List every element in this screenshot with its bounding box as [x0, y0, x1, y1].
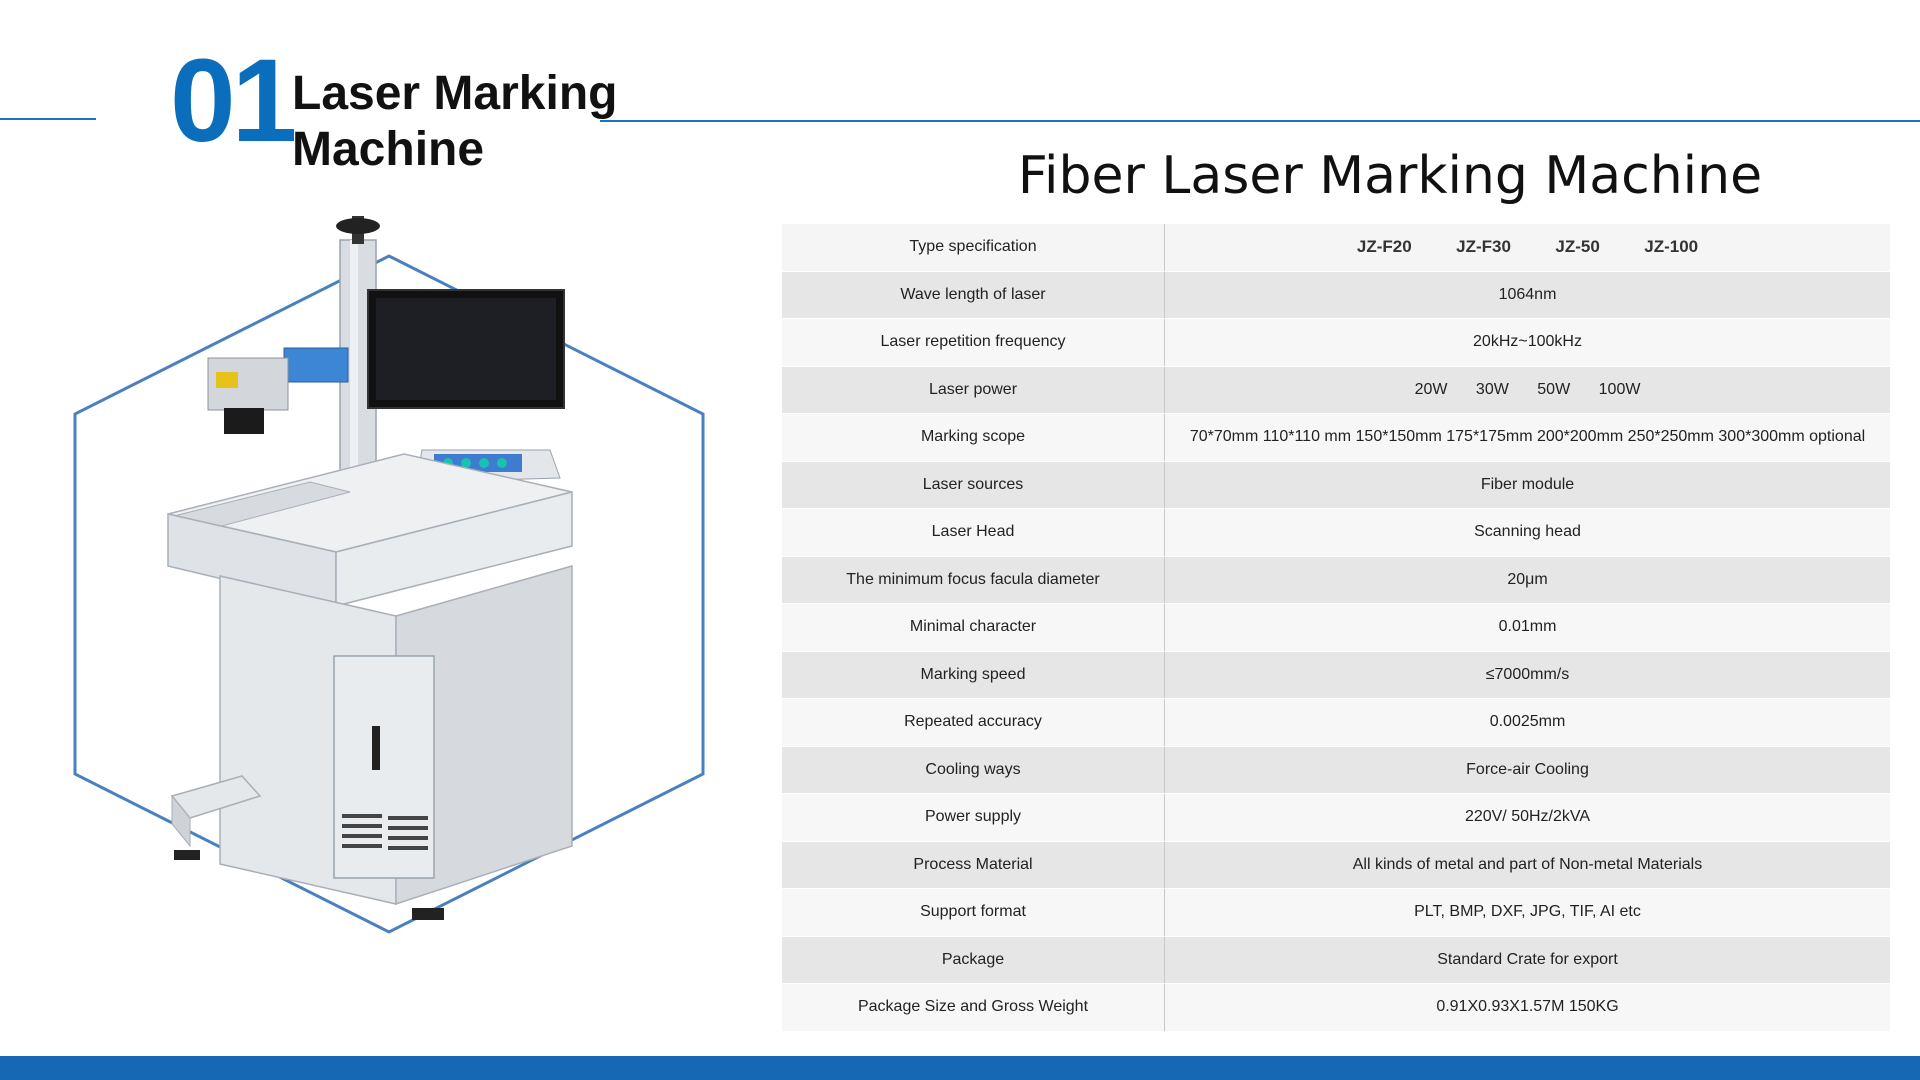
table-row: Laser sources Fiber module	[782, 461, 1890, 509]
spec-label: Type specification	[782, 224, 1165, 272]
spec-value: Scanning head	[1164, 508, 1890, 557]
spec-label: Repeated accuracy	[782, 698, 1165, 747]
spec-value: Standard Crate for export	[1164, 936, 1890, 984]
spec-value: ≤7000mm/s	[1164, 651, 1890, 699]
laser-machine-graphic	[167, 216, 573, 920]
spec-label: Wave length of laser	[782, 271, 1165, 319]
table-row: Package Standard Crate for export	[782, 936, 1890, 984]
spec-value: 1064nm	[1164, 271, 1890, 319]
model-jz-f30: JZ-F30	[1456, 237, 1511, 257]
power-100w: 100W	[1598, 380, 1641, 398]
hexagon-frame	[73, 254, 705, 934]
spec-value-models: JZ-F20 JZ-F30 JZ-50 JZ-100	[1164, 224, 1890, 272]
power-50w: 50W	[1537, 380, 1571, 398]
spec-value: Force-air Cooling	[1164, 746, 1890, 794]
spec-label: Minimal character	[782, 603, 1165, 652]
spec-value: 70*70mm 110*110 mm 150*150mm 175*175mm 2…	[1164, 413, 1890, 462]
spec-label: Support format	[782, 888, 1165, 937]
spec-label: Laser repetition frequency	[782, 318, 1165, 367]
model-jz-f20: JZ-F20	[1356, 237, 1412, 257]
table-row: Type specification JZ-F20 JZ-F30 JZ-50 J…	[782, 224, 1890, 272]
spec-value: PLT, BMP, DXF, JPG, TIF, AI etc	[1164, 888, 1890, 937]
spec-value: 0.91X0.93X1.57M 150KG	[1164, 983, 1890, 1032]
header-rule-left	[0, 118, 96, 120]
table-row: Power supply 220V/ 50Hz/2kVA	[782, 793, 1890, 842]
table-row: Support format PLT, BMP, DXF, JPG, TIF, …	[782, 888, 1890, 937]
spec-label: Marking speed	[782, 651, 1165, 699]
spec-value: 20μm	[1164, 556, 1890, 604]
spec-value: 0.01mm	[1164, 603, 1890, 652]
table-row: Package Size and Gross Weight 0.91X0.93X…	[782, 983, 1890, 1032]
section-number: 01	[170, 35, 297, 167]
spec-label: Laser power	[782, 366, 1165, 414]
spec-value: Fiber module	[1164, 461, 1890, 509]
table-row: Marking scope 70*70mm 110*110 mm 150*150…	[782, 413, 1890, 462]
table-row: Wave length of laser 1064nm	[782, 271, 1890, 319]
footer-bar	[0, 1056, 1920, 1080]
section-title: Laser Marking Machine	[292, 66, 652, 178]
spec-label: Package	[782, 936, 1165, 984]
spec-label: Marking scope	[782, 413, 1165, 462]
power-30w: 30W	[1475, 380, 1509, 398]
spec-value: 220V/ 50Hz/2kVA	[1164, 793, 1890, 842]
spec-label: Process Material	[782, 841, 1165, 889]
spec-label: The minimum focus facula diameter	[782, 556, 1165, 604]
spec-table: Type specification JZ-F20 JZ-F30 JZ-50 J…	[782, 224, 1890, 1032]
table-row: Cooling ways Force-air Cooling	[782, 746, 1890, 794]
spec-label: Laser sources	[782, 461, 1165, 509]
table-row: Laser power 20W 30W 50W 100W	[782, 366, 1890, 414]
spec-label: Laser Head	[782, 508, 1165, 557]
spec-value: 20kHz~100kHz	[1164, 318, 1890, 367]
header-rule-right	[600, 120, 1920, 122]
spec-label: Power supply	[782, 793, 1165, 842]
model-jz-50: JZ-50	[1555, 237, 1600, 257]
product-illustration	[73, 216, 705, 934]
spec-value: 0.0025mm	[1164, 698, 1890, 747]
power-20w: 20W	[1414, 380, 1448, 398]
section-title-line2: Machine	[292, 123, 485, 176]
table-row: Repeated accuracy 0.0025mm	[782, 698, 1890, 747]
section-title-line1: Laser Marking	[292, 67, 618, 120]
table-row: Process Material All kinds of metal and …	[782, 841, 1890, 889]
table-row: Laser Head Scanning head	[782, 508, 1890, 557]
table-row: Laser repetition frequency 20kHz~100kHz	[782, 318, 1890, 367]
spec-label: Cooling ways	[782, 746, 1165, 794]
spec-label: Package Size and Gross Weight	[782, 983, 1165, 1032]
spec-value-powers: 20W 30W 50W 100W	[1164, 366, 1890, 414]
model-jz-100: JZ-100	[1644, 237, 1699, 257]
page-title: Fiber Laser Marking Machine	[1017, 146, 1763, 206]
table-row: Marking speed ≤7000mm/s	[782, 651, 1890, 699]
table-row: Minimal character 0.01mm	[782, 603, 1890, 652]
spec-value: All kinds of metal and part of Non-metal…	[1164, 841, 1890, 889]
table-row: The minimum focus facula diameter 20μm	[782, 556, 1890, 604]
